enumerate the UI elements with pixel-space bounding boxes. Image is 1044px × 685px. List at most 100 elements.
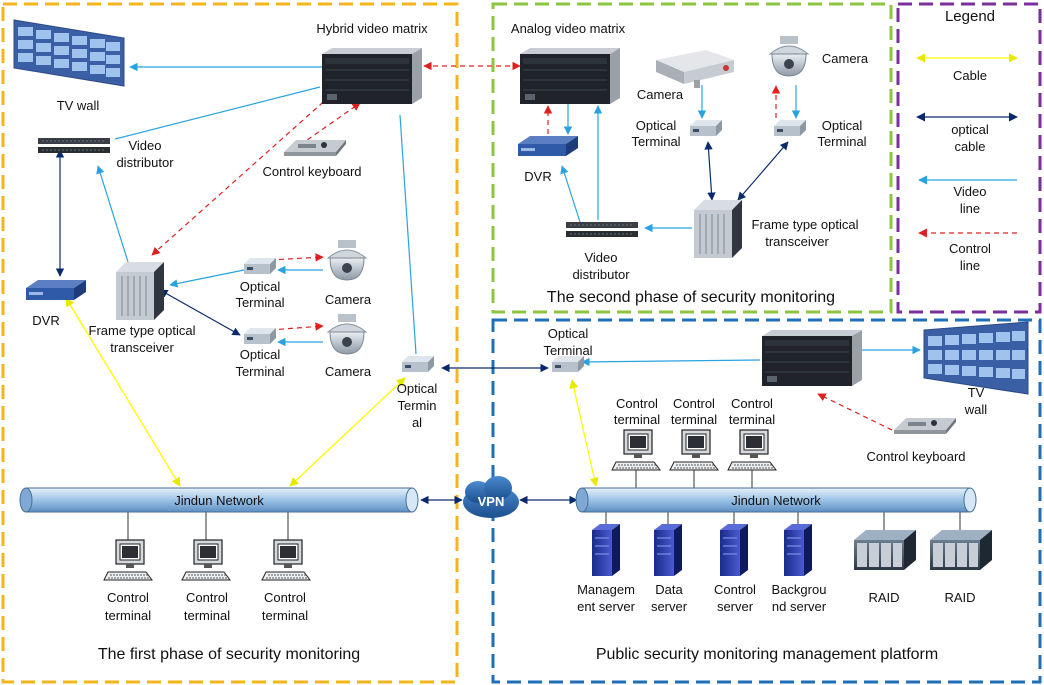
data-server-icon [653, 523, 683, 577]
phase2-border [491, 2, 893, 314]
phase1-control-terminal-1-label-1: Control [107, 590, 149, 605]
platform-section-title: Public security monitoring management pl… [596, 646, 938, 663]
connections [55, 61, 961, 540]
analog-video-matrix-label: Analog video matrix [511, 21, 626, 36]
control-server-label-1: Control [714, 582, 756, 597]
legend-optical-cable-label-2: cable [954, 139, 985, 154]
legend-video-line-label-2: line [960, 201, 980, 216]
platform-control-terminal-3-icon [727, 429, 777, 471]
opt-optterm-right-transceiver [737, 141, 789, 201]
data-server-label-1: Data [655, 582, 683, 597]
phase2-section-title: The second phase of security monitoring [547, 289, 835, 306]
opt-optterm-left-transceiver [704, 141, 716, 201]
phase1-optical-terminal-center-label-1: Optical [397, 381, 438, 396]
legend-border [896, 2, 1042, 314]
legend-video-line-label-1: Video [953, 184, 986, 199]
line-optterm1-transceiver [169, 269, 245, 288]
ctl-optterm1-camera1 [269, 253, 324, 262]
platform-tv-wall-label-1: TV [968, 385, 985, 400]
platform-optical-terminal-label-2: Terminal [543, 343, 592, 358]
raid-2-label: RAID [944, 590, 975, 605]
hybrid-video-matrix-label: Hybrid video matrix [316, 21, 428, 36]
platform-control-terminal-3-label-2: terminal [729, 412, 775, 427]
phase1-frame-transceiver-icon [115, 261, 165, 321]
phase1-control-terminal-2-icon [181, 539, 231, 581]
phase1-optical-terminal-1-label-1: Optical [240, 279, 281, 294]
background-server-icon [783, 523, 813, 577]
control-server-icon [719, 523, 749, 577]
phase2-dome-camera-label: Camera [822, 51, 869, 66]
control-server-label-2: server [717, 599, 754, 614]
ctl-optterm2-camera2 [269, 322, 324, 331]
phase1-optical-terminal-center-label-3: al [412, 415, 422, 430]
phase1-frame-transceiver-label-1: Frame type optical [89, 323, 196, 338]
phase1-camera-1-label: Camera [325, 292, 372, 307]
phase1-optical-terminal-2-label-1: Optical [240, 347, 281, 362]
phase1-control-terminal-1-icon [103, 539, 153, 581]
phase2-video-distributor-label-2: distributor [572, 267, 630, 282]
phase2-optical-terminal-right-label-1: Optical [822, 118, 863, 133]
phase1-tv-wall-icon [13, 19, 125, 87]
phase1-camera-2-label: Camera [325, 364, 372, 379]
phase2-optical-terminal-right-icon [774, 120, 806, 136]
phase1-control-keyboard-icon [284, 140, 346, 156]
management-server-icon [591, 523, 621, 577]
line-distributor-dvr [560, 165, 581, 223]
line-transceiver-distributor [96, 165, 129, 263]
hybrid-video-matrix-icon [321, 47, 423, 105]
phase1-camera-1-icon [327, 239, 367, 281]
phase2-optical-terminal-left-label-1: Optical [636, 118, 677, 133]
phase1-optical-terminal-1-label-2: Terminal [235, 295, 284, 310]
vpn-cloud-icon [463, 476, 519, 518]
phase2-optical-terminal-left-label-2: Terminal [631, 134, 680, 149]
platform-control-terminal-2-icon [669, 429, 719, 471]
background-server-label-2: nd server [772, 599, 827, 614]
phase1-optical-terminal-center-label-2: Termin [397, 398, 436, 413]
vpn-label: VPN [478, 494, 505, 509]
analog-video-matrix-icon [519, 47, 621, 105]
phase1-control-terminal-2-label-2: terminal [184, 608, 230, 623]
platform-optical-terminal-icon [552, 356, 584, 372]
phase1-dvr-icon [26, 280, 86, 300]
management-server-label-2: ent server [577, 599, 635, 614]
ctl-keyboard-matrix [299, 102, 361, 146]
phase2-optical-terminal-left-icon [690, 120, 722, 136]
platform-control-terminal-2-label-2: terminal [671, 412, 717, 427]
phase1-optical-terminal-center-icon [402, 356, 434, 372]
raid-1-icon [854, 530, 916, 570]
phase1-video-distributor-label-1: Video [128, 138, 161, 153]
phase1-tv-wall-label: TV wall [57, 98, 100, 113]
phase1-camera-2-icon [327, 313, 367, 355]
phase1-optical-terminal-2-label-2: Terminal [235, 364, 284, 379]
data-server-label-2: server [651, 599, 688, 614]
phase2-optical-terminal-right-label-2: Terminal [817, 134, 866, 149]
phase1-jindun-network-pipe [19, 487, 419, 513]
phase2-box-camera-icon [656, 50, 734, 88]
platform-tv-wall-label-2: wall [964, 402, 988, 417]
platform-jindun-network-pipe [575, 487, 977, 513]
platform-jindun-network-label: Jindun Network [731, 493, 821, 508]
background-server-label-1: Backgrou [772, 582, 827, 597]
phase2-frame-transceiver-label-1: Frame type optical [752, 217, 859, 232]
phase2-video-distributor-label-1: Video [584, 250, 617, 265]
phase1-border [1, 2, 459, 684]
platform-control-terminal-2-label-1: Control [673, 396, 715, 411]
legend: Legend Cable optical cable Video line Co… [916, 8, 1018, 273]
platform-control-terminal-1-icon [611, 429, 661, 471]
ctl-keyboard-matrix-platform [817, 393, 893, 431]
phase1-optical-terminal-2-icon [244, 328, 276, 344]
phase1-control-terminal-2-label-1: Control [186, 590, 228, 605]
phase2-box-camera-label: Camera [637, 87, 684, 102]
ctl-matrix-transceiver [151, 95, 331, 256]
legend-control-line-label-2: line [960, 258, 980, 273]
platform-optical-terminal-label-1: Optical [548, 326, 589, 341]
phase2-dvr-icon [518, 136, 578, 156]
legend-control-line-label-1: Control [949, 241, 991, 256]
platform-control-terminal-1-label-1: Control [616, 396, 658, 411]
phase1-control-terminal-3-label-2: terminal [262, 608, 308, 623]
legend-cable-label: Cable [953, 68, 987, 83]
platform-control-keyboard-icon [894, 418, 956, 434]
management-server-label-1: Managem [577, 582, 635, 597]
phase2-frame-transceiver-label-2: transceiver [765, 234, 829, 249]
